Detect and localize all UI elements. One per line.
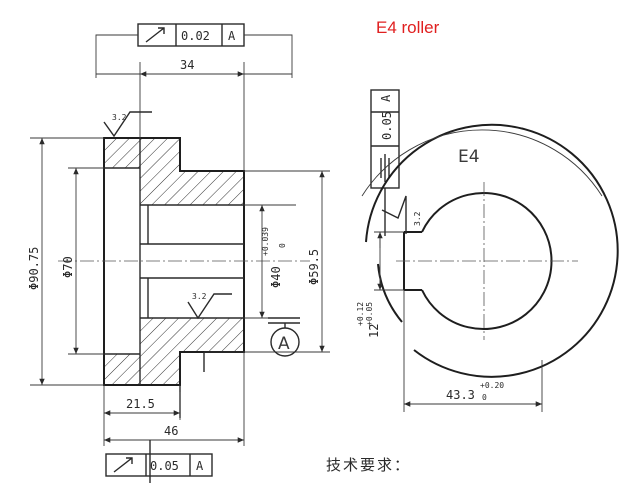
symmetry-tolerance: 0.05 (380, 111, 394, 140)
runout-arrow-icon (145, 27, 165, 43)
inner-step-diameter-value: Φ70 (61, 256, 75, 278)
dim-bore-diameter: Φ40 +0.039 0 (244, 204, 296, 319)
flange-width-value: 21.5 (126, 397, 155, 411)
bore-diameter-value: Φ40 (269, 266, 283, 288)
symmetry-frame: A 0.05 (370, 89, 400, 236)
hub-length-value: 34 (180, 58, 194, 72)
side-roughness-value: 3.2 (413, 211, 422, 226)
side-view: A 0.05 E4 3.2 (356, 89, 619, 412)
roughness-top: 3.2 (103, 111, 152, 138)
top-runout-tolerance: 0.02 (181, 29, 210, 43)
dim-hub-length: 34 (96, 58, 292, 171)
section-view: 0.02 A 34 3.2 Φ90.75 (27, 23, 330, 483)
side-roughness: 3.2 (381, 195, 422, 234)
dim-total-length: 46 (103, 352, 245, 446)
bottom-runout-tolerance: 0.05 (150, 459, 179, 473)
drawing-title: E4 roller (376, 18, 440, 37)
keyway-width-value: 12 (367, 324, 381, 338)
section-hatching (104, 138, 244, 385)
datum-a: A (268, 317, 300, 357)
bore-lower-tolerance: 0 (278, 243, 287, 248)
keyway-width-lower: +0.05 (365, 302, 374, 326)
dim-outer-diameter: Φ90.75 (27, 137, 104, 386)
dim-inner-step-diameter: Φ70 (61, 167, 104, 355)
total-length-value: 46 (164, 424, 178, 438)
datum-a-label: A (278, 334, 290, 354)
side-view-label: E4 (458, 147, 480, 167)
roughness-bore-value: 3.2 (192, 292, 207, 301)
keyway-depth-value: 43.3 (446, 388, 475, 402)
roughness-bore: 3.2 (187, 292, 232, 320)
keyway-depth-lower: 0 (482, 393, 487, 402)
dim-hub-diameter: Φ59.5 (244, 170, 330, 353)
keyway-width-upper: +0.12 (356, 302, 365, 326)
bottom-runout-datum: A (196, 459, 204, 473)
top-runout-datum: A (228, 29, 236, 43)
roughness-top-value: 3.2 (112, 113, 127, 122)
dim-keyway-width: 12 +0.12 +0.05 (356, 231, 404, 338)
symmetry-datum: A (379, 94, 393, 102)
dim-flange-width: 21.5 (103, 385, 181, 420)
runout-arrow-icon (113, 457, 133, 473)
technical-requirements-heading: 技术要求： (326, 456, 411, 474)
bottom-runout-frame: 0.05 A (105, 440, 213, 483)
hub-diameter-value: Φ59.5 (307, 249, 321, 285)
dim-keyway-depth: 43.3 +0.20 0 (403, 290, 543, 412)
keyway-depth-upper: +0.20 (480, 381, 504, 390)
outer-circle (365, 123, 619, 378)
top-runout-frame: 0.02 A (95, 23, 293, 78)
outer-diameter-value: Φ90.75 (27, 247, 41, 290)
bore-upper-tolerance: +0.039 (261, 227, 270, 256)
